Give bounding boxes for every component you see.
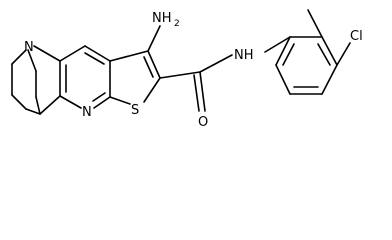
- bond-ph-cl: [336, 42, 351, 66]
- bond-n-bridge-ch2-b: [27, 49, 37, 72]
- bond-carbonyl-o-double: [193, 74, 200, 112]
- bond-ph-c6-c1: [275, 36, 291, 66]
- bond-pyr-c4-c5-inner: [84, 52, 105, 65]
- bond-pyr-c2-n: [59, 95, 82, 109]
- bond-thio-s-c2: [143, 77, 161, 103]
- amine-subscript-label: 2: [174, 19, 180, 29]
- bond-bridgehead-cage: [25, 108, 41, 115]
- bond-carbonyl-o: [199, 71, 206, 112]
- bond-ph-methyl: [307, 9, 323, 38]
- bond-ph-c2-c3-inner: [317, 43, 331, 66]
- s-thiophene-label: S: [131, 103, 139, 118]
- n-pyridine-label: N: [82, 105, 92, 120]
- bond-thio-c2-c3-inner: [143, 56, 154, 78]
- chloro-label: Cl: [350, 29, 363, 44]
- bond-pyr-n-c3: [93, 96, 111, 109]
- bond-thio-c2-c3: [147, 50, 161, 79]
- amine-label: NH: [152, 11, 172, 26]
- bonds: [11, 9, 351, 115]
- bond-n-bridge-c: [33, 45, 61, 62]
- bond-c3-nh2: [147, 25, 161, 52]
- bond-ph-c6-c1-inner: [282, 43, 295, 66]
- bond-ph-c5-c6: [275, 64, 291, 95]
- bond-ph-c3-c4: [321, 64, 338, 95]
- atom-labels: N N S NH 2 NH O Cl: [24, 11, 363, 130]
- amide-nh-label: NH: [234, 48, 254, 63]
- bond-cage-ch2-bridgehead-b: [35, 96, 41, 115]
- bond-c2-carbonyl: [159, 71, 201, 79]
- n-bridge-label: N: [24, 40, 34, 55]
- molecule-structure-diagram: N N S NH 2 NH O Cl: [11, 9, 363, 130]
- bond-pyr-n-c3-inner: [92, 92, 106, 102]
- bond-n-bridge-ch2-a: [11, 49, 27, 65]
- bond-cage-ch2-bridgehead-a: [11, 94, 27, 110]
- bond-thio-c3-s: [109, 96, 131, 105]
- bond-pyr-c4-c5: [84, 45, 111, 62]
- bond-bridgehead-c: [39, 95, 61, 115]
- bond-carbonyl-nh: [199, 54, 233, 73]
- amide-oxygen-label: O: [198, 115, 208, 130]
- bond-pyr-c5-c1: [59, 45, 86, 62]
- bond-nh-aryl: [264, 36, 291, 53]
- bond-thio-c3-c4: [109, 50, 149, 62]
- bond-ph-c2-c3: [321, 36, 338, 66]
